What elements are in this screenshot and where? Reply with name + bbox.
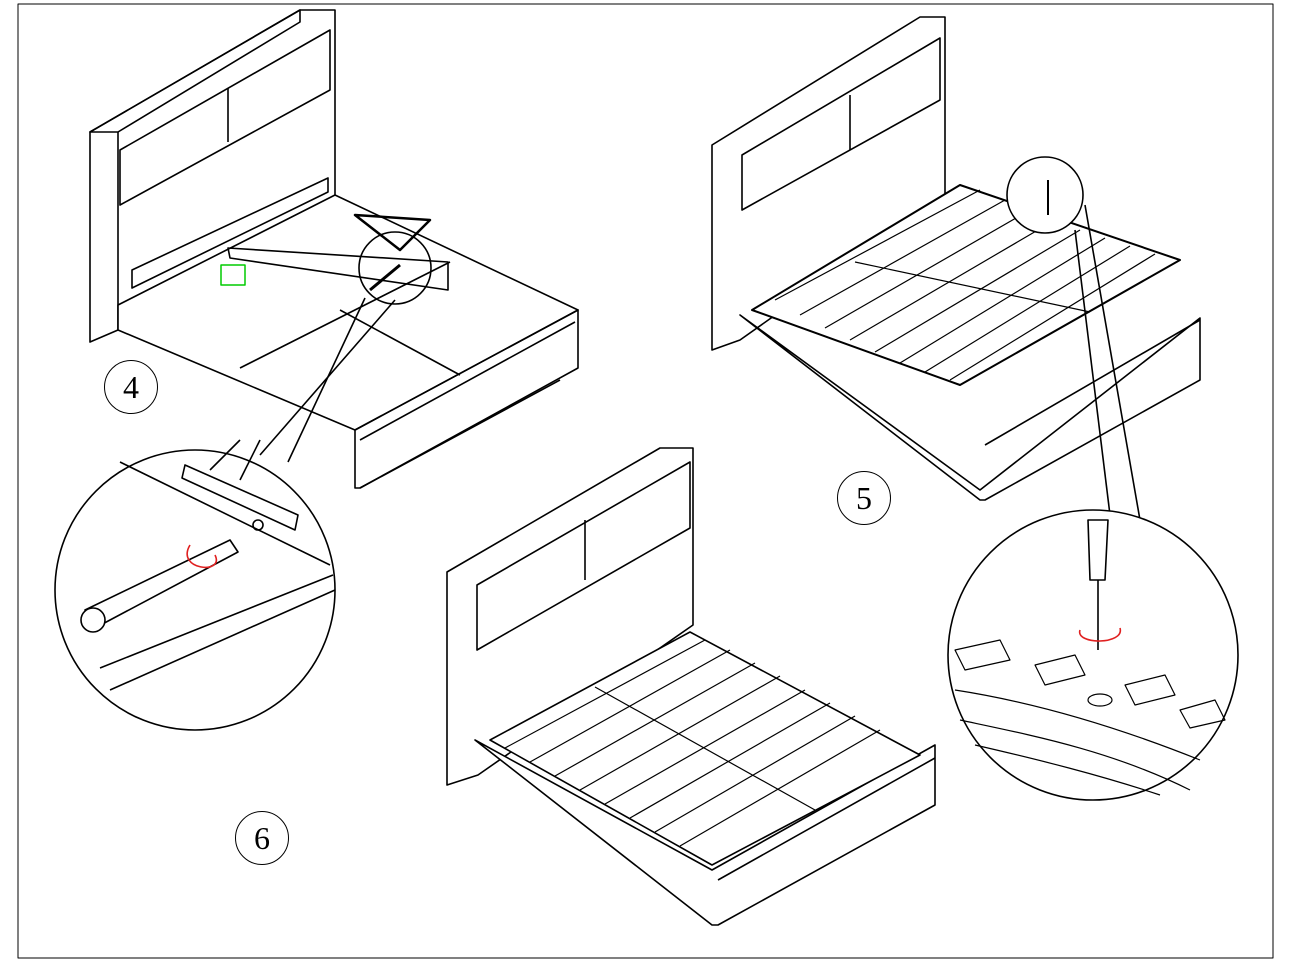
- bed-step-5: [711, 16, 1201, 521]
- detail-circle-step-5: [947, 509, 1239, 801]
- step-number-5: 5: [837, 471, 891, 525]
- detail-marker-circle: [1006, 156, 1084, 234]
- detail-circle-step-4: [54, 439, 336, 731]
- step-number-6: 6: [235, 811, 289, 865]
- page-border: [17, 3, 1274, 959]
- bed-step-6: [446, 447, 936, 926]
- detail-marker-circle: [358, 231, 432, 305]
- highlight-box: [220, 264, 246, 286]
- bed-step-4: [89, 9, 579, 489]
- step-number-4: 4: [104, 360, 158, 414]
